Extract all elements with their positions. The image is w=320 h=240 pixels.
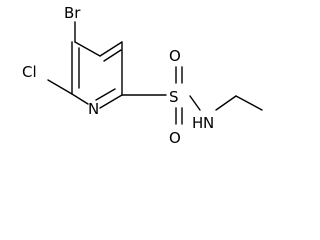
bond-s-nh [189, 95, 201, 111]
bond-n-c6-inner [95, 88, 116, 101]
atom-bromine-label: Br [64, 4, 81, 22]
bond-nh-ch2 [215, 95, 237, 111]
molecule-diagram: Br Cl N S O O N H [22, 4, 263, 147]
atom-oxygen-bottom-label: O [169, 129, 181, 147]
atom-ring-nitrogen-label: N [88, 100, 99, 118]
atom-sulfur-label: S [169, 88, 179, 106]
atom-amide-nitrogen-label: N [203, 114, 214, 132]
bond-c4-c5 [99, 41, 123, 57]
atom-chlorine-label: Cl [22, 63, 37, 81]
bond-c3-c4 [74, 41, 101, 57]
bond-c4-c5-inner [103, 49, 122, 62]
bond-ch2-ch3 [235, 95, 263, 111]
bond-c2-cl [47, 79, 73, 95]
structure-canvas: Br Cl N S O O N H [22, 4, 263, 147]
bond-c6-n [99, 94, 123, 109]
atom-amide-hydrogen-label: H [192, 114, 203, 132]
atom-oxygen-top-label: O [169, 47, 181, 65]
bond-n-c2 [71, 93, 89, 105]
